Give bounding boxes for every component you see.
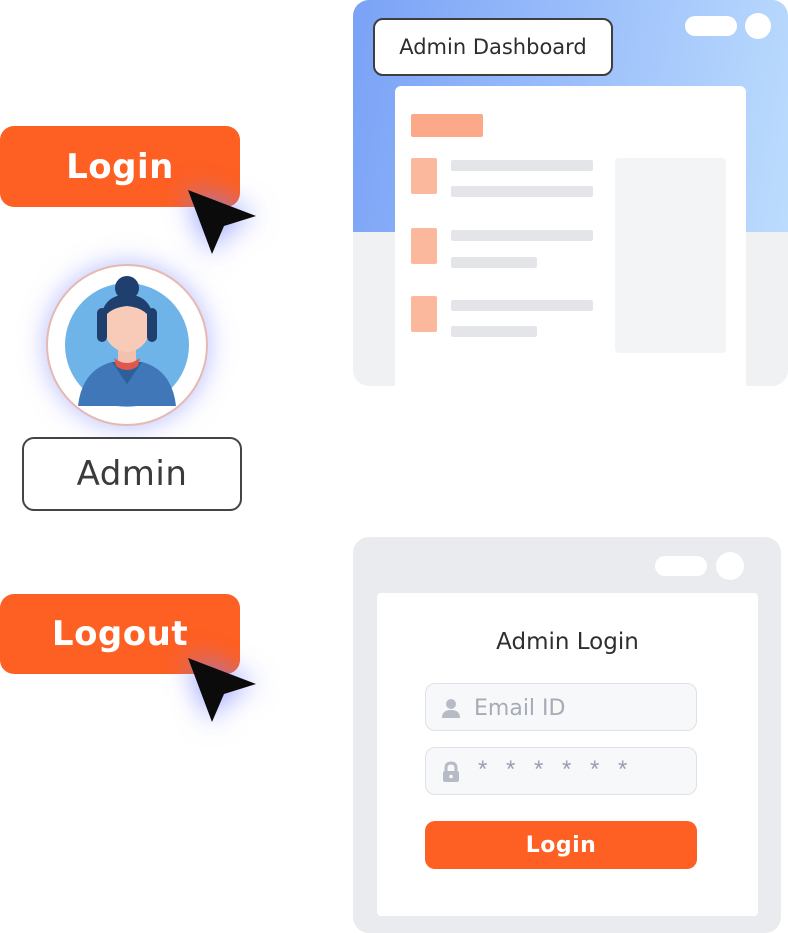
- login-submit-button[interactable]: Login: [425, 821, 697, 869]
- user-icon: [442, 699, 460, 718]
- email-field[interactable]: [425, 683, 697, 732]
- admin-role-label: Admin: [22, 437, 242, 511]
- lock-icon: [443, 761, 459, 782]
- email-input[interactable]: [472, 684, 686, 732]
- skeleton-line: [451, 230, 593, 241]
- dashboard-title: Admin Dashboard: [373, 18, 613, 76]
- skeleton-sidebar-block: [615, 158, 726, 353]
- window-control-dot[interactable]: [716, 552, 744, 580]
- window-control-dot[interactable]: [745, 13, 771, 39]
- cursor-arrow-icon: [188, 658, 256, 722]
- skeleton-line: [451, 160, 593, 171]
- window-control-pill[interactable]: [655, 556, 707, 576]
- cursor-arrow-icon: [188, 190, 256, 254]
- admin-dashboard-window: Admin Dashboard: [353, 0, 788, 386]
- dashboard-content-panel: [395, 86, 746, 386]
- password-field[interactable]: * * * * * *: [425, 747, 697, 795]
- skeleton-thumbnail: [411, 228, 437, 264]
- window-control-pill[interactable]: [685, 16, 737, 36]
- skeleton-line: [451, 186, 593, 197]
- avatar: [46, 264, 208, 426]
- logout-button[interactable]: Logout: [0, 594, 240, 674]
- admin-avatar-illustration: [65, 276, 189, 407]
- skeleton-thumbnail: [411, 296, 437, 332]
- skeleton-thumbnail: [411, 158, 437, 194]
- login-form-title: Admin Login: [496, 629, 639, 655]
- admin-login-window: Admin Login * * * * * * Login: [353, 537, 781, 933]
- skeleton-line: [451, 326, 537, 337]
- login-form-card: Admin Login * * * * * * Login: [377, 593, 758, 916]
- password-mask[interactable]: * * * * * *: [478, 756, 634, 783]
- skeleton-line: [451, 257, 537, 268]
- skeleton-line: [451, 300, 593, 311]
- login-button[interactable]: Login: [0, 126, 240, 207]
- skeleton-heading: [411, 114, 483, 137]
